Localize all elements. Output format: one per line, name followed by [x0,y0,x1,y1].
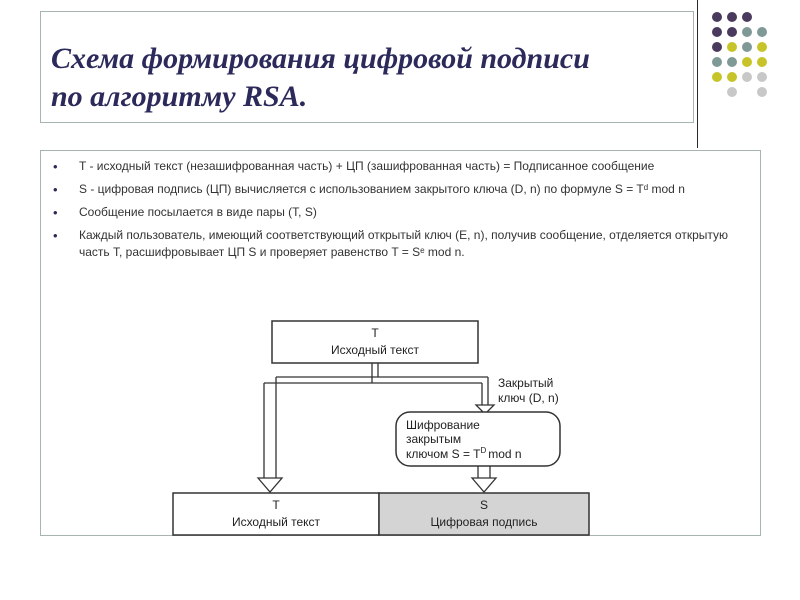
title-frame: Схема формирования цифровой подписи по а… [40,11,694,123]
bullet-item: • T - исходный текст (незашифрованная час… [53,158,749,175]
content-frame: • T - исходный текст (незашифрованная час… [40,150,761,536]
bullet-text: T - исходный текст (незашифрованная част… [79,159,655,173]
decorative-dot [757,87,767,97]
decorative-dot [757,42,767,52]
decorative-dot [727,12,737,22]
bullet-icon: • [53,228,58,243]
bullet-icon: • [53,159,58,174]
bullet-text: Сообщение посылается в виде пары (T, S) [79,205,317,219]
decorative-dot [742,57,752,67]
decorative-dot [757,57,767,67]
decorative-dot [757,27,767,37]
bullet-item: • Каждый пользователь, имеющий соответств… [53,227,749,261]
title-divider [697,0,698,148]
decorative-dot [712,72,722,82]
bullet-icon: • [53,182,58,197]
decorative-dot [727,42,737,52]
bullet-item: • Сообщение посылается в виде пары (T, S) [53,204,749,221]
bullet-text: S - цифровая подпись (ЦП) вычисляется с … [79,182,685,196]
decorative-dot [727,27,737,37]
decorative-dot [712,42,722,52]
bullet-list: • T - исходный текст (незашифрованная час… [53,158,749,267]
decorative-dot [712,57,722,67]
decorative-dot [712,12,722,22]
bullet-icon: • [53,205,58,220]
decorative-dot [742,12,752,22]
slide-title: Схема формирования цифровой подписи по а… [51,42,590,113]
bullet-text: Каждый пользователь, имеющий соответству… [79,228,729,259]
decorative-dot [742,27,752,37]
decorative-dot [727,72,737,82]
decorative-dot [712,27,722,37]
decorative-dot [757,72,767,82]
decorative-dot [742,72,752,82]
bullet-item: • S - цифровая подпись (ЦП) вычисляется с… [53,181,749,198]
decorative-dot [727,87,737,97]
decorative-dot [742,42,752,52]
decorative-dot [727,57,737,67]
